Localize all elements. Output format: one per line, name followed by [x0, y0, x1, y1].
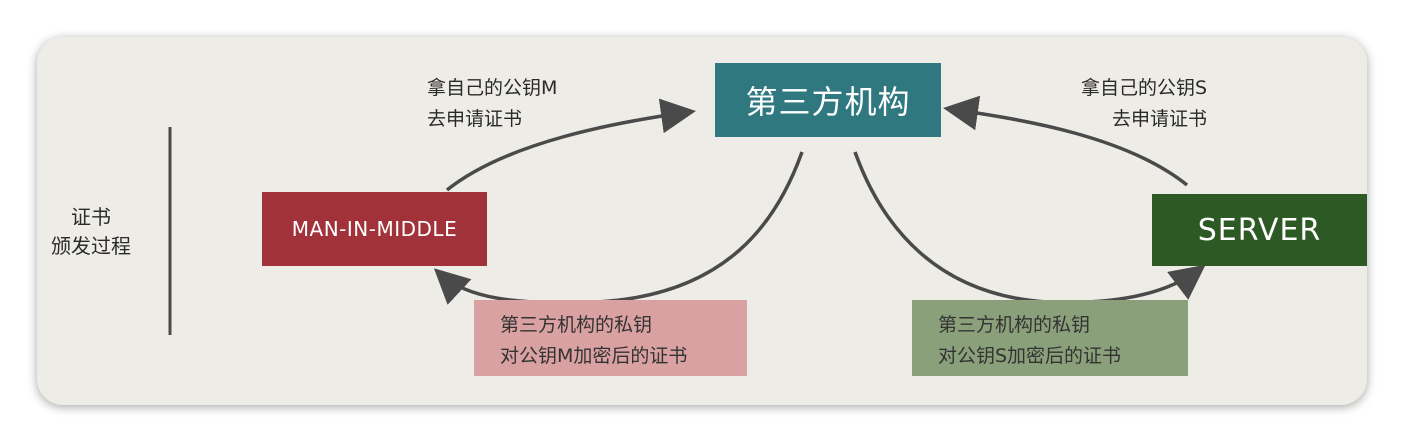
mitm-request-line1: 拿自己的公钥M — [427, 77, 558, 99]
side-label-line1: 证书 — [71, 205, 111, 229]
arrow-server-to-authority — [943, 95, 1189, 187]
server-cert-line2: 对公钥S加密后的证书 — [938, 345, 1122, 367]
server-request-line1: 拿自己的公钥S — [1080, 77, 1207, 99]
mitm-cert-line1: 第三方机构的私钥 — [500, 314, 653, 336]
mitm-request-note: 拿自己的公钥M 去申请证书 — [427, 73, 557, 135]
diagram-card: 证书 颁发过程 拿自己的公钥M 去申请证书 拿自己的公钥S 去申请证书 第三方机… — [37, 37, 1367, 405]
mitm-node: MAN-IN-MIDDLE — [262, 192, 487, 266]
mitm-label: MAN-IN-MIDDLE — [291, 217, 458, 241]
arrow-mitm-to-authority — [445, 98, 696, 192]
side-label: 证书 颁发过程 — [51, 203, 131, 261]
mitm-request-line2: 去申请证书 — [427, 108, 523, 130]
server-request-line2: 去申请证书 — [1111, 108, 1207, 130]
authority-label: 第三方机构 — [745, 83, 911, 121]
mitm-certificate-box: 第三方机构的私钥 对公钥M加密后的证书 — [474, 300, 747, 376]
arrow-authority-to-server — [853, 151, 1206, 305]
server-request-note: 拿自己的公钥S 去申请证书 — [1081, 73, 1207, 135]
side-label-line2: 颁发过程 — [51, 234, 131, 258]
arrow-authority-to-mitm — [433, 151, 804, 305]
server-label: SERVER — [1197, 212, 1322, 248]
server-cert-line1: 第三方机构的私钥 — [938, 314, 1091, 336]
mitm-cert-line2: 对公钥M加密后的证书 — [500, 345, 688, 367]
authority-node: 第三方机构 — [715, 63, 941, 137]
server-node: SERVER — [1152, 194, 1367, 266]
server-certificate-box: 第三方机构的私钥 对公钥S加密后的证书 — [912, 300, 1188, 376]
